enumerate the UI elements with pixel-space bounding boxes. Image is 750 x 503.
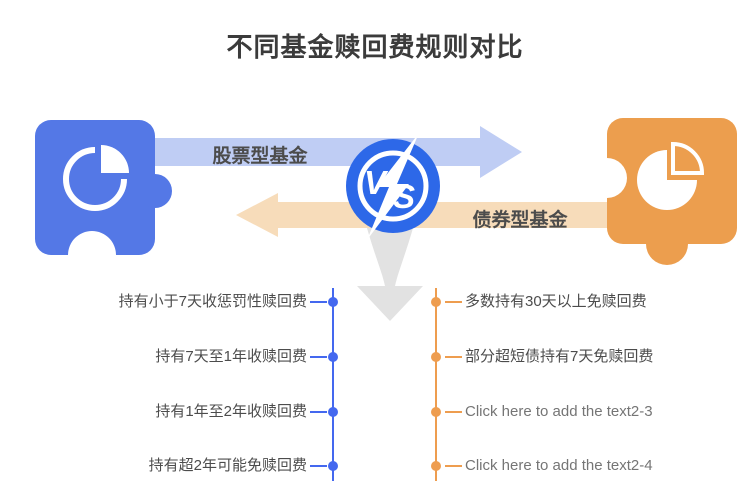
- pie-chart-icon: [637, 141, 705, 210]
- timeline-dot: [431, 352, 441, 362]
- timeline-tick: [445, 465, 462, 467]
- bond-puzzle-piece-icon: [600, 118, 737, 265]
- timeline-tick: [445, 356, 462, 358]
- timeline-dot: [431, 407, 441, 417]
- down-funnel-arrow-icon: [357, 228, 423, 321]
- lightning-bolt-icon: [367, 133, 419, 240]
- stock-puzzle-piece-icon: [35, 120, 172, 260]
- page-title: 不同基金赎回费规则对比: [226, 32, 524, 62]
- timeline-tick: [445, 301, 462, 303]
- bond-timeline-item-placeholder: Click here to add the text2-3: [465, 403, 653, 420]
- timeline-dot: [328, 407, 338, 417]
- bond-fund-label: 债券型基金: [472, 210, 568, 231]
- stock-timeline-item: 持有7天至1年收赎回费: [155, 348, 307, 365]
- stock-timeline-item: 持有1年至2年收赎回费: [155, 403, 307, 420]
- stock-timeline-item: 持有小于7天收惩罚性赎回费: [118, 293, 307, 310]
- stock-timeline-line: [332, 288, 334, 481]
- timeline-tick: [445, 411, 462, 413]
- timeline-tick: [310, 356, 327, 358]
- timeline-dot: [431, 461, 441, 471]
- stock-timeline-item: 持有超2年可能免赎回费: [148, 457, 307, 474]
- timeline-dot: [328, 461, 338, 471]
- bond-timeline-item-placeholder: Click here to add the text2-4: [465, 457, 653, 474]
- pie-chart-icon: [63, 145, 129, 211]
- stock-fund-label: 股票型基金: [212, 146, 308, 167]
- vs-badge-icon: V S: [346, 133, 440, 240]
- vs-letter-s: S: [393, 178, 415, 215]
- timeline-tick: [310, 301, 327, 303]
- bond-timeline-line: [435, 288, 437, 481]
- timeline-dot: [431, 297, 441, 307]
- timeline-dot: [328, 352, 338, 362]
- timeline-tick: [310, 411, 327, 413]
- timeline-dot: [328, 297, 338, 307]
- bond-timeline-item: 部分超短债持有7天免赎回费: [465, 348, 654, 365]
- bond-timeline-item: 多数持有30天以上免赎回费: [465, 293, 647, 310]
- timeline-tick: [310, 465, 327, 467]
